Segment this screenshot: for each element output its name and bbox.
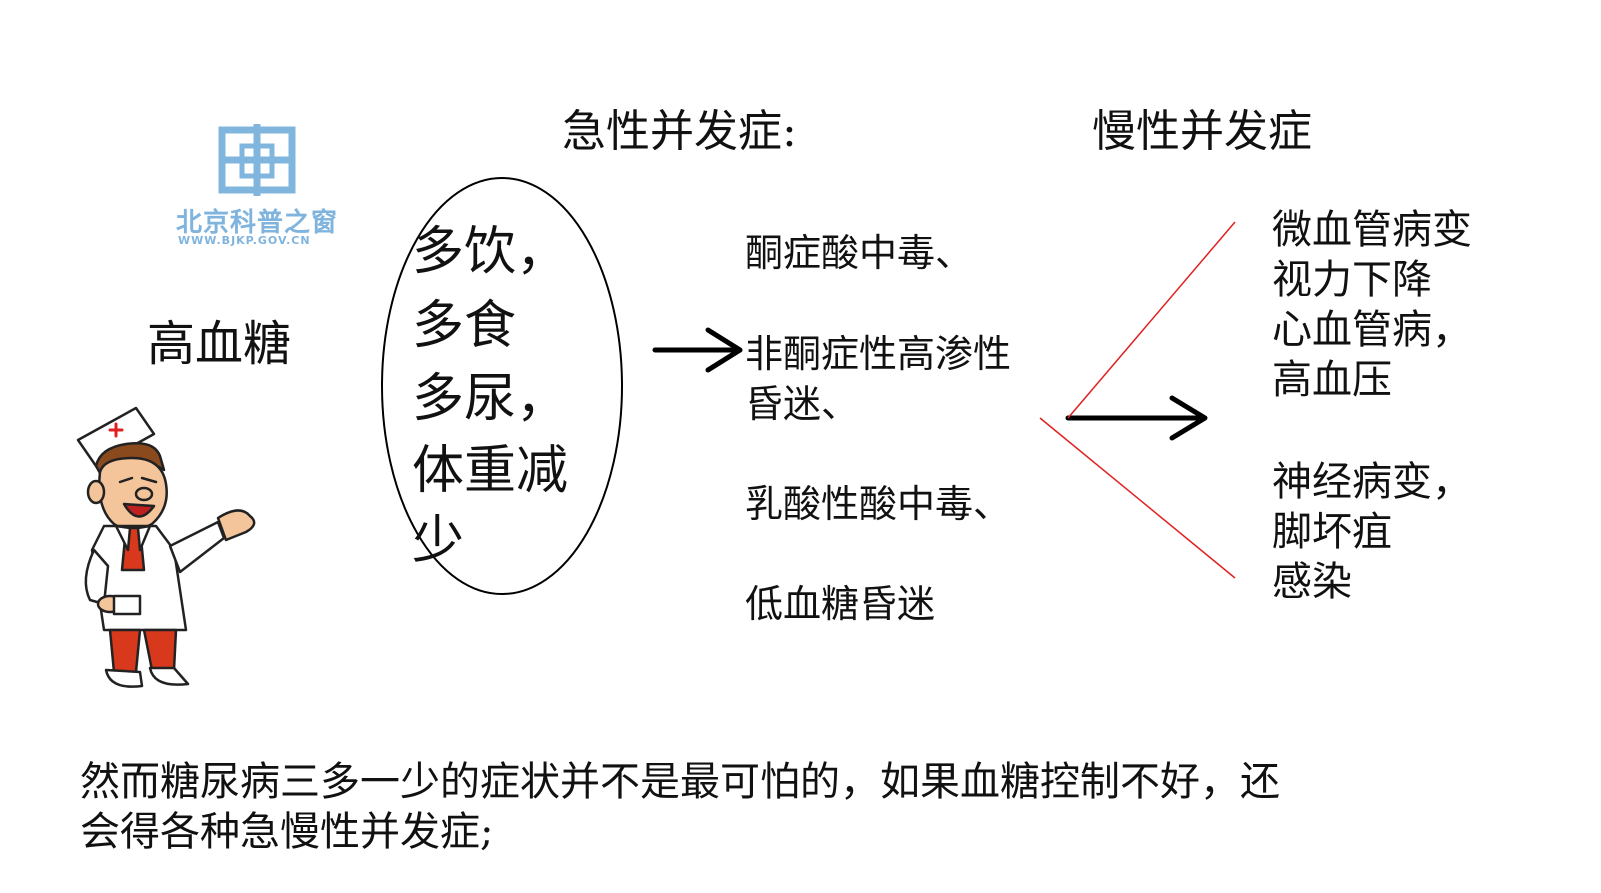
chronic-item: 高血压 [1272, 357, 1392, 403]
chronic-complications-heading: 慢性并发症 [1092, 106, 1312, 157]
chronic-item: 微血管病变 [1272, 207, 1472, 253]
logo-icon [218, 124, 296, 196]
red-line-lower [1039, 417, 1236, 579]
summary-line-2: 会得各种急慢性并发症; [80, 809, 494, 855]
symptom-item: 多食 [412, 296, 517, 356]
acute-item: 乳酸性酸中毒、 [745, 482, 1012, 526]
symptom-item: 多饮， [412, 222, 569, 282]
chronic-item: 视力下降 [1272, 257, 1432, 303]
logo-text: 北京科普之窗 [176, 208, 339, 238]
acute-item: 非酮症性高渗性 [745, 332, 1012, 376]
acute-complications-heading: 急性并发症: [562, 106, 797, 157]
site-logo: 北京科普之窗 WWW.BJKP.GOV.CN [170, 116, 350, 251]
symptoms-ellipse [381, 177, 623, 595]
chronic-item: 神经病变， [1272, 459, 1472, 505]
red-line-upper [1067, 221, 1236, 419]
doctor-illustration [70, 400, 270, 695]
acute-item: 昏迷、 [745, 382, 860, 426]
symptom-item: 体重减 [412, 441, 569, 501]
acute-item: 酮症酸中毒、 [745, 231, 974, 275]
chronic-item: 感染 [1272, 559, 1352, 605]
doctor-cartoon-icon [76, 406, 256, 688]
symptom-item: 多尿， [412, 369, 569, 429]
summary-line-1: 然而糖尿病三多一少的症状并不是最可怕的，如果血糖控制不好，还 [80, 759, 1280, 805]
chronic-item: 脚坏疽 [1272, 509, 1392, 555]
acute-item: 低血糖昏迷 [745, 582, 936, 626]
symptom-item: 少 [412, 511, 465, 571]
arrow-to-chronic [1065, 395, 1208, 441]
logo-url: WWW.BJKP.GOV.CN [178, 234, 311, 247]
arrow-to-acute [652, 327, 743, 373]
hyperglycemia-label: 高血糖 [147, 316, 292, 372]
chronic-item: 心血管病， [1272, 307, 1472, 353]
